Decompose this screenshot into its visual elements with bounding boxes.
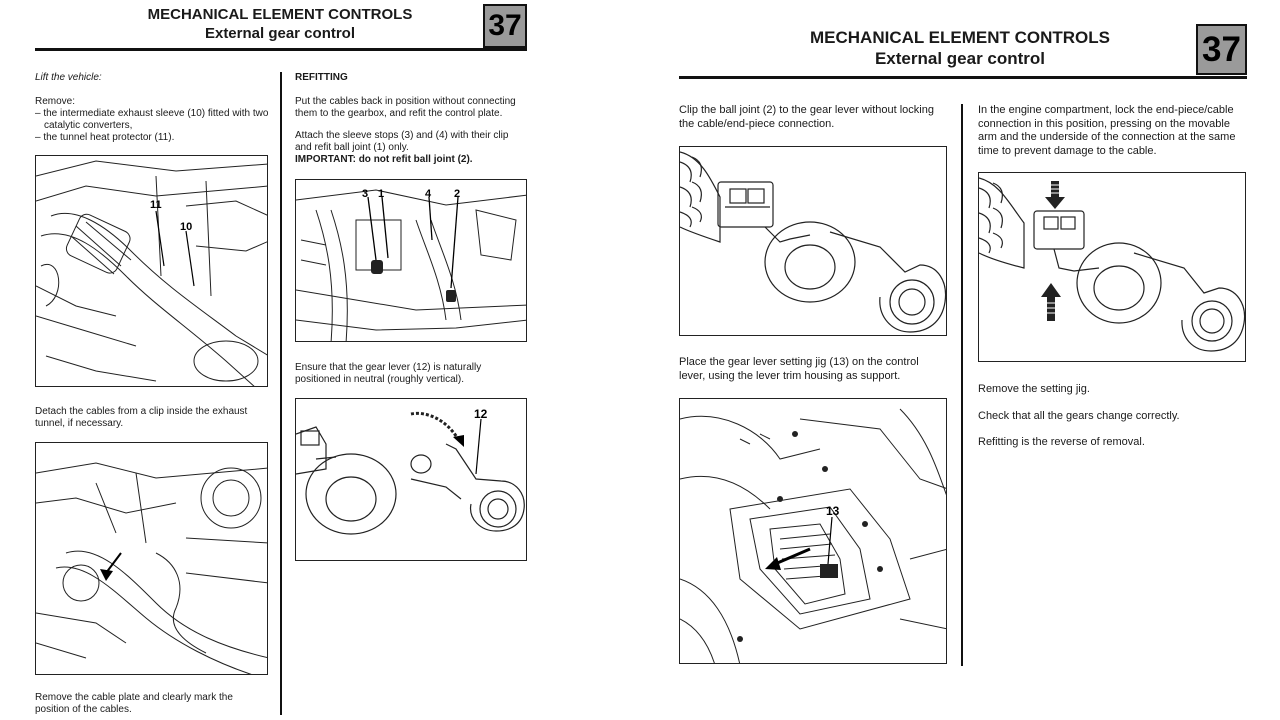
- right-col2-final-steps: Remove the setting jig. Check that all t…: [978, 383, 1246, 450]
- important-note: IMPORTANT: do not refit ball joint (2).: [295, 154, 473, 165]
- left-col1-intro: Lift the vehicle: Remove: – the intermed…: [35, 72, 270, 144]
- refit-para-1: Put the cables back in position without …: [295, 96, 516, 119]
- left-col2-refitting: REFITTING Put the cables back in positio…: [295, 72, 527, 166]
- left-section-number: 37: [488, 9, 522, 42]
- figure-exhaust-sleeve: 11 10: [35, 155, 268, 387]
- remove-jig-text: Remove the setting jig.: [978, 383, 1090, 395]
- fig1-label-11: 11: [150, 199, 162, 211]
- check-gears-text: Check that all the gears change correctl…: [978, 409, 1180, 422]
- figure-ball-joint-clip: [679, 146, 947, 336]
- left-page-header-title: MECHANICAL ELEMENT CONTROLS External gea…: [120, 6, 440, 44]
- fig3-label-4: 4: [425, 188, 432, 200]
- left-header-title: MECHANICAL ELEMENT CONTROLS: [147, 6, 413, 23]
- figure-gear-lever-neutral: 12: [295, 398, 527, 561]
- refitting-reverse-text: Refitting is the reverse of removal.: [978, 436, 1145, 448]
- left-column-divider: [280, 72, 282, 715]
- figure-setting-jig: 13: [679, 398, 947, 664]
- remove-cable-plate-text: Remove the cable plate and clearly mark …: [35, 692, 233, 715]
- remove-item-1b: catalytic converters,: [44, 120, 133, 131]
- right-header-title: MECHANICAL ELEMENT CONTROLS: [809, 28, 1110, 47]
- fig4-label-12: 12: [474, 407, 488, 421]
- fig3-label-1: 1: [378, 188, 384, 200]
- engine-compartment-text: In the engine compartment, lock the end-…: [978, 104, 1236, 157]
- figure-exhaust-tunnel-clip: [35, 442, 268, 675]
- left-section-badge: 37: [483, 4, 527, 48]
- remove-item-1: – the intermediate exhaust sleeve (10) f…: [35, 108, 269, 119]
- fig6-label-13: 13: [826, 504, 840, 518]
- lift-vehicle-heading: Lift the vehicle:: [35, 72, 102, 83]
- right-section-number: 37: [1202, 29, 1241, 69]
- figure-sleeve-stops: 3 1 4 2: [295, 179, 527, 342]
- right-page-header-title: MECHANICAL ELEMENT CONTROLS External gea…: [780, 27, 1140, 70]
- figure-lock-connection: [978, 172, 1246, 362]
- left-header-rule: [35, 48, 527, 51]
- remove-item-2: – the tunnel heat protector (11).: [35, 132, 175, 143]
- remove-label: Remove:: [35, 96, 76, 107]
- left-header-subtitle: External gear control: [204, 24, 356, 42]
- fig1-label-10: 10: [180, 221, 192, 233]
- refitting-heading: REFITTING: [295, 72, 348, 83]
- detach-cables-text: Detach the cables from a clip inside the…: [35, 406, 248, 429]
- fig3-label-2: 2: [454, 188, 460, 200]
- right-section-badge: 37: [1196, 24, 1247, 75]
- ensure-neutral-text: Ensure that the gear lever (12) is natur…: [295, 362, 482, 385]
- refit-para-2: Attach the sleeve stops (3) and (4) with…: [295, 130, 509, 153]
- place-jig-text: Place the gear lever setting jig (13) on…: [679, 356, 919, 382]
- right-header-subtitle: External gear control: [874, 49, 1046, 69]
- right-column-divider: [961, 104, 963, 666]
- right-header-rule: [679, 76, 1247, 79]
- clip-ball-joint-text: Clip the ball joint (2) to the gear leve…: [679, 104, 934, 130]
- fig3-label-3: 3: [362, 188, 368, 200]
